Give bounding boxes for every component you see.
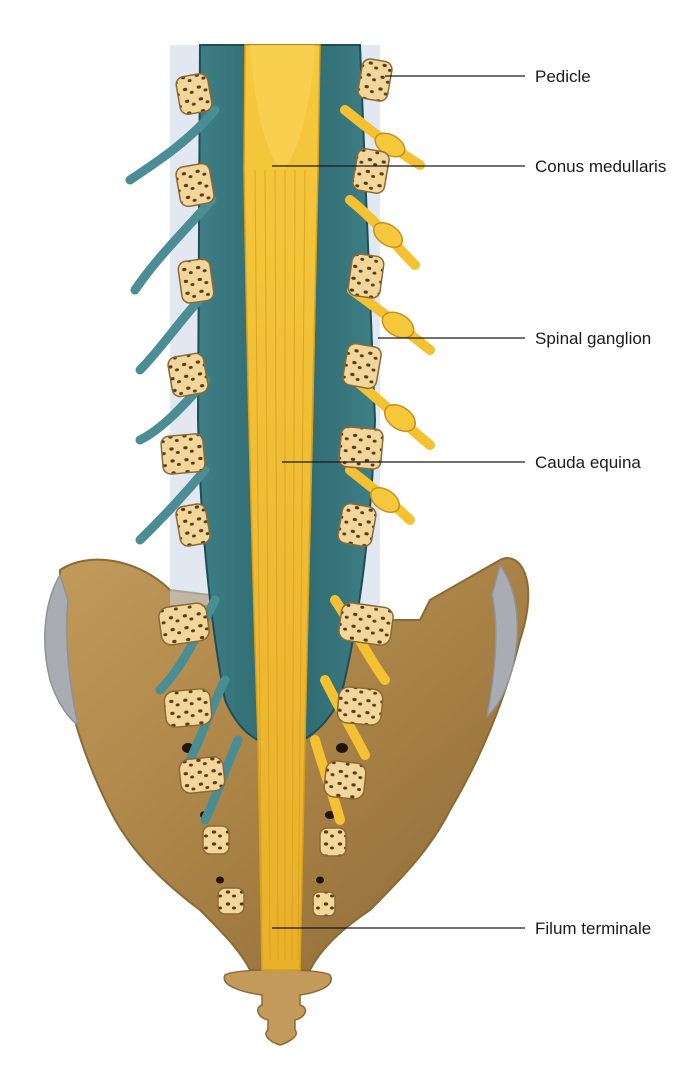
- left-auricular-surface: [44, 573, 80, 727]
- spinal-ganglia: [369, 132, 417, 514]
- conus-medullaris: [250, 45, 315, 170]
- leader-lines: [272, 75, 525, 929]
- label-conus-medullaris: Conus medullaris: [535, 157, 666, 176]
- labels: Pedicle Conus medullaris Spinal ganglion…: [535, 67, 666, 938]
- right-auricular-surface: [485, 563, 519, 718]
- label-cauda-equina: Cauda equina: [535, 453, 641, 472]
- label-spinal-ganglion: Spinal ganglion: [535, 329, 651, 348]
- coccyx: [223, 969, 332, 1046]
- pedicles: [158, 58, 394, 917]
- label-pedicle: Pedicle: [535, 67, 591, 86]
- cauda-equina-bundle: [243, 44, 321, 971]
- label-filum-terminale: Filum terminale: [535, 919, 651, 938]
